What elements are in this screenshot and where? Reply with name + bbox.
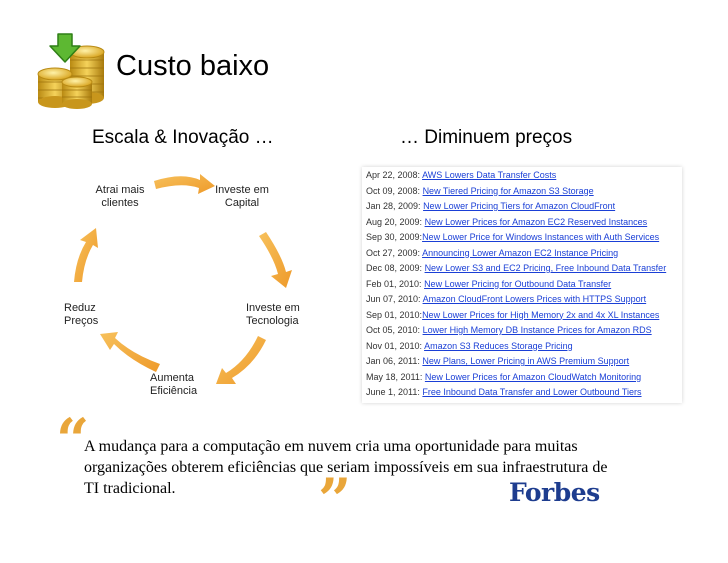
list-item: Jan 28, 2009: New Lower Pricing Tiers fo… bbox=[366, 201, 616, 211]
cycle-node-reduce: Reduz Preços bbox=[64, 302, 99, 327]
price-cut-link[interactable]: New Lower S3 and EC2 Pricing, Free Inbou… bbox=[424, 263, 667, 273]
price-cut-link[interactable]: New Lower Prices for Amazon CloudWatch M… bbox=[424, 371, 642, 382]
price-cut-link[interactable]: Announcing Lower Amazon EC2 Instance Pri… bbox=[422, 247, 619, 258]
cycle-node-attract: Atrai mais clientes bbox=[95, 184, 145, 209]
list-item: Dec 08, 2009: New Lower S3 and EC2 Prici… bbox=[366, 263, 667, 273]
price-cut-list: Apr 22, 2008: AWS Lowers Data Transfer C… bbox=[362, 167, 682, 403]
cycle-arrows bbox=[74, 174, 292, 384]
list-item: Jun 07, 2010: Amazon CloudFront Lowers P… bbox=[366, 294, 647, 304]
price-cut-link[interactable]: AWS Lowers Data Transfer Costs bbox=[422, 170, 557, 180]
cycle-arrow-top bbox=[154, 174, 215, 194]
list-item: May 18, 2011: New Lower Prices for Amazo… bbox=[366, 371, 642, 382]
cycle-arrow-bottom-left bbox=[100, 332, 160, 372]
right-heading: … Diminuem preços bbox=[400, 127, 573, 148]
slide-title: Custo baixo bbox=[116, 50, 270, 82]
list-item: Feb 01, 2010: New Lower Pricing for Outb… bbox=[366, 278, 612, 289]
cycle-node-invest-tech: Investe em Tecnologia bbox=[246, 302, 300, 327]
cycle-arrow-left bbox=[74, 228, 98, 282]
list-item: Oct 27, 2009: Announcing Lower Amazon EC… bbox=[366, 247, 619, 258]
list-item: June 1, 2011: Free Inbound Data Transfer… bbox=[366, 387, 642, 397]
price-cut-link[interactable]: New Lower Prices for High Memory 2x and … bbox=[422, 309, 660, 320]
price-cut-link[interactable]: New Plans, Lower Pricing in AWS Premium … bbox=[422, 356, 630, 366]
list-item: Oct 09, 2008: New Tiered Pricing for Ama… bbox=[366, 185, 594, 196]
list-item: Oct 05, 2010: Lower High Memory DB Insta… bbox=[366, 325, 652, 335]
coins-icon bbox=[37, 33, 105, 109]
list-item: Aug 20, 2009: New Lower Prices for Amazo… bbox=[366, 216, 648, 227]
price-cut-link[interactable]: New Lower Pricing Tiers for Amazon Cloud… bbox=[423, 201, 616, 211]
list-item: Sep 01, 2010:New Lower Prices for High M… bbox=[366, 309, 660, 320]
cycle-node-efficiency: Aumenta Eficiência bbox=[150, 372, 198, 397]
price-cut-link[interactable]: New Tiered Pricing for Amazon S3 Storage bbox=[422, 185, 594, 196]
close-quote-mark: ” bbox=[318, 466, 352, 534]
price-cut-link[interactable]: Amazon CloudFront Lowers Prices with HTT… bbox=[422, 294, 647, 304]
cycle-node-invest-capital: Investe em Capital bbox=[215, 184, 269, 209]
cycle-arrow-right bbox=[259, 232, 292, 288]
price-cut-link[interactable]: Amazon S3 Reduces Storage Pricing bbox=[424, 340, 573, 351]
price-cut-link[interactable]: Free Inbound Data Transfer and Lower Out… bbox=[422, 387, 642, 397]
price-cut-link[interactable]: New Lower Prices for Amazon EC2 Reserved… bbox=[424, 216, 648, 227]
price-cut-link[interactable]: New Lower Pricing for Outbound Data Tran… bbox=[424, 278, 612, 289]
list-item: Sep 30, 2009:New Lower Price for Windows… bbox=[366, 232, 660, 242]
price-cut-link[interactable]: Lower High Memory DB Instance Prices for… bbox=[422, 325, 652, 335]
forbes-logo: Forbes bbox=[509, 478, 600, 507]
left-heading: Escala & Inovação … bbox=[92, 127, 274, 148]
list-item: Nov 01, 2010: Amazon S3 Reduces Storage … bbox=[366, 340, 573, 351]
list-item: Jan 06, 2011: New Plans, Lower Pricing i… bbox=[366, 356, 630, 366]
cycle-arrow-bottom-right bbox=[216, 336, 266, 384]
download-arrow-icon bbox=[49, 33, 81, 63]
list-item: Apr 22, 2008: AWS Lowers Data Transfer C… bbox=[366, 170, 557, 180]
price-cut-link[interactable]: New Lower Price for Windows Instances wi… bbox=[422, 232, 660, 242]
quote-text: A mudança para a computação em nuvem cri… bbox=[84, 438, 608, 497]
open-quote-mark: “ bbox=[56, 406, 90, 474]
